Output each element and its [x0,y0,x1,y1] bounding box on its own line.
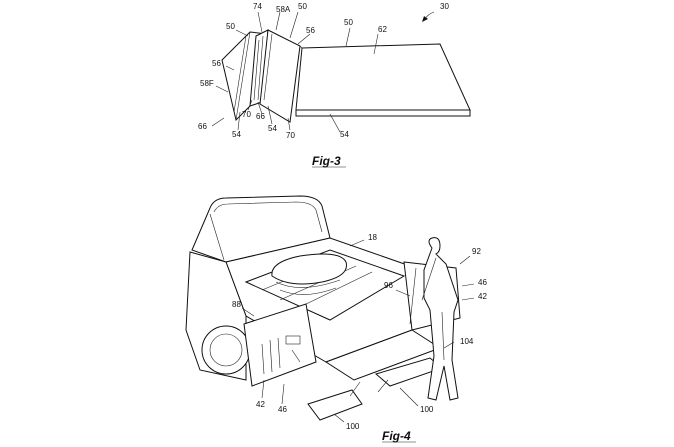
ref-100-upper: 100 [420,405,434,414]
ref-46-left: 46 [278,405,287,414]
fig3-flat-panel-edge [295,109,471,117]
fig4-caption: Fig-4 [382,429,411,443]
ref-54-middle: 54 [268,124,277,133]
fig3-middle-panel [259,29,301,123]
rear-wheel [201,325,251,375]
ref-54-right: 54 [340,130,349,139]
ref-58f: 58F [200,79,214,88]
ref-58a: 58A [276,5,291,14]
fig3-flat-panel [295,43,471,111]
fig3-drawing: 30 74 58A 50 50 50 56 62 56 58F 66 54 70… [198,2,471,168]
ref-96: 96 [384,281,393,290]
ref-42-left: 42 [256,400,265,409]
ref-70-left: 70 [242,110,251,119]
ref-42-right: 42 [478,292,487,301]
ref-66-right: 66 [256,112,265,121]
ref-70-right: 70 [286,131,295,140]
fig3-caption: Fig-3 [312,154,341,168]
ref-66-left: 66 [198,122,207,131]
ref-46-right: 46 [478,278,487,287]
ref-100-lower: 100 [346,422,360,431]
ref-30: 30 [440,2,449,11]
tailgate-tool-panel [243,303,317,387]
ref-18: 18 [368,233,377,242]
ref-74: 74 [253,2,262,11]
ref-50-left: 50 [226,22,235,31]
standing-person [423,237,459,401]
ref-62: 62 [378,25,387,34]
ref-88: 88 [232,300,241,309]
ref-50-right: 50 [344,18,353,27]
ref-56-left: 56 [212,59,221,68]
lower-step [307,389,363,421]
ref-54-left: 54 [232,130,241,139]
ref-104: 104 [460,337,474,346]
ref-50-middle: 50 [298,2,307,11]
fig4-drawing: 18 92 46 42 96 88 104 42 46 100 100 Fig-… [185,195,487,443]
ref-92: 92 [472,247,481,256]
ref-56-top: 56 [306,26,315,35]
inflatable-cushion [271,253,347,285]
